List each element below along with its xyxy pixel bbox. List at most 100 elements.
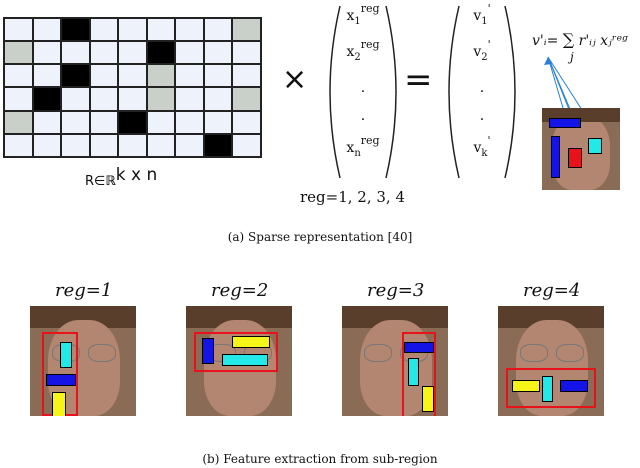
matrix-label-set: ℝ	[105, 174, 116, 189]
matrix-cell	[90, 134, 118, 156]
matrix-cell	[204, 111, 232, 133]
matrix-cell	[90, 19, 118, 41]
matrix-cell	[204, 42, 232, 64]
matrix-cell	[233, 88, 260, 110]
matrix-cell	[233, 111, 260, 133]
matrix-cell	[176, 134, 203, 156]
v-vector-entry: vk'	[473, 134, 491, 159]
matrix-label: R∈ℝk x n	[85, 165, 157, 190]
feature-box	[408, 358, 419, 386]
v-vector-brackets	[448, 5, 516, 179]
v-vector-entry: v1'	[473, 2, 491, 27]
x-vector-entry: x2reg	[346, 38, 380, 63]
feature-box	[202, 338, 214, 364]
matrix-cell	[176, 42, 203, 64]
matrix-cell	[33, 88, 61, 110]
matrix-cell	[119, 65, 146, 87]
face-image-reg-1	[30, 306, 136, 416]
feature-box	[560, 380, 588, 392]
matrix-cell	[176, 65, 203, 87]
matrix-cell	[33, 111, 61, 133]
matrix-cell	[233, 19, 260, 41]
panel-label-reg-2: reg=2	[211, 280, 269, 301]
cyan-feature-box	[588, 138, 602, 154]
matrix-cell	[62, 111, 89, 133]
blue-feature-box	[549, 118, 581, 128]
matrix-cell	[33, 134, 61, 156]
feature-box	[46, 374, 76, 386]
matrix-cell	[62, 42, 89, 64]
face-image-main	[542, 108, 620, 190]
feature-box	[222, 354, 268, 366]
v-vector-entry: .	[479, 108, 485, 124]
matrix-cell	[204, 88, 232, 110]
matrix-cell	[5, 65, 32, 87]
matrix-cell	[62, 134, 89, 156]
formula-rhs: r'ᵢⱼ xⱼʳᵉᵍ	[578, 33, 628, 49]
matrix-cell	[33, 65, 61, 87]
sub-region-box	[506, 368, 596, 408]
blue-feature-box	[551, 136, 560, 178]
feature-box	[52, 392, 66, 416]
face-image-reg-3	[342, 306, 448, 416]
formula-sum: ∑	[562, 30, 575, 49]
matrix-cell	[90, 42, 118, 64]
matrix-cell	[233, 65, 260, 87]
reg-values: reg=1, 2, 3, 4	[300, 188, 405, 206]
panel-label-reg-1: reg=1	[55, 280, 113, 301]
matrix-cell	[176, 111, 203, 133]
matrix-cell	[147, 88, 175, 110]
caption-b: (b) Feature extraction from sub-region	[202, 452, 438, 466]
x-vector-brackets	[329, 5, 397, 179]
x-vector-entry: x1reg	[346, 2, 380, 27]
v-vector-entry: .	[479, 80, 485, 96]
formula-lhs: v'ᵢ=	[532, 33, 559, 49]
times-operator: ×	[282, 62, 308, 97]
matrix-cell	[62, 19, 89, 41]
sparse-formula: v'ᵢ= ∑ r'ᵢⱼ xⱼʳᵉᵍ j	[532, 30, 628, 64]
matrix-cell	[90, 111, 118, 133]
matrix-cell	[5, 42, 32, 64]
feature-box	[422, 386, 434, 412]
matrix-cell	[147, 134, 175, 156]
equals-operator: =	[404, 60, 433, 100]
matrix-cell	[119, 42, 146, 64]
matrix-cell	[204, 134, 232, 156]
matrix-cell	[147, 111, 175, 133]
matrix-cell	[62, 88, 89, 110]
matrix-label-prefix: R∈	[85, 174, 106, 189]
face-image-reg-2	[186, 306, 292, 416]
matrix-cell	[5, 19, 32, 41]
x-vector-entry: .	[360, 108, 366, 124]
matrix-cell	[119, 88, 146, 110]
feature-box	[404, 342, 434, 353]
caption-a: (a) Sparse representation [40]	[227, 230, 413, 244]
matrix-cell	[176, 88, 203, 110]
matrix-cell	[119, 19, 146, 41]
matrix-cell	[204, 65, 232, 87]
matrix-cell	[119, 111, 146, 133]
matrix-cell	[33, 42, 61, 64]
matrix-cell	[176, 19, 203, 41]
matrix-cell	[147, 65, 175, 87]
panel-label-reg-4: reg=4	[523, 280, 581, 301]
matrix-cell	[233, 42, 260, 64]
face-image-reg-4	[498, 306, 604, 416]
feature-box	[512, 380, 540, 392]
formula-sum-index: j	[570, 50, 574, 64]
matrix-cell	[5, 134, 32, 156]
matrix-cell	[90, 88, 118, 110]
x-vector-entry: .	[360, 80, 366, 96]
feature-box	[232, 336, 270, 348]
matrix-cell	[233, 134, 260, 156]
feature-box	[60, 342, 72, 368]
matrix-cell	[90, 65, 118, 87]
sub-region-box	[402, 332, 436, 416]
matrix-cell	[5, 111, 32, 133]
feature-box	[542, 376, 553, 402]
red-feature-box	[568, 148, 582, 168]
matrix-cell	[119, 134, 146, 156]
panel-label-reg-3: reg=3	[367, 280, 425, 301]
matrix-label-dims: k x n	[115, 165, 158, 185]
x-vector-entry: xnreg	[346, 134, 380, 159]
